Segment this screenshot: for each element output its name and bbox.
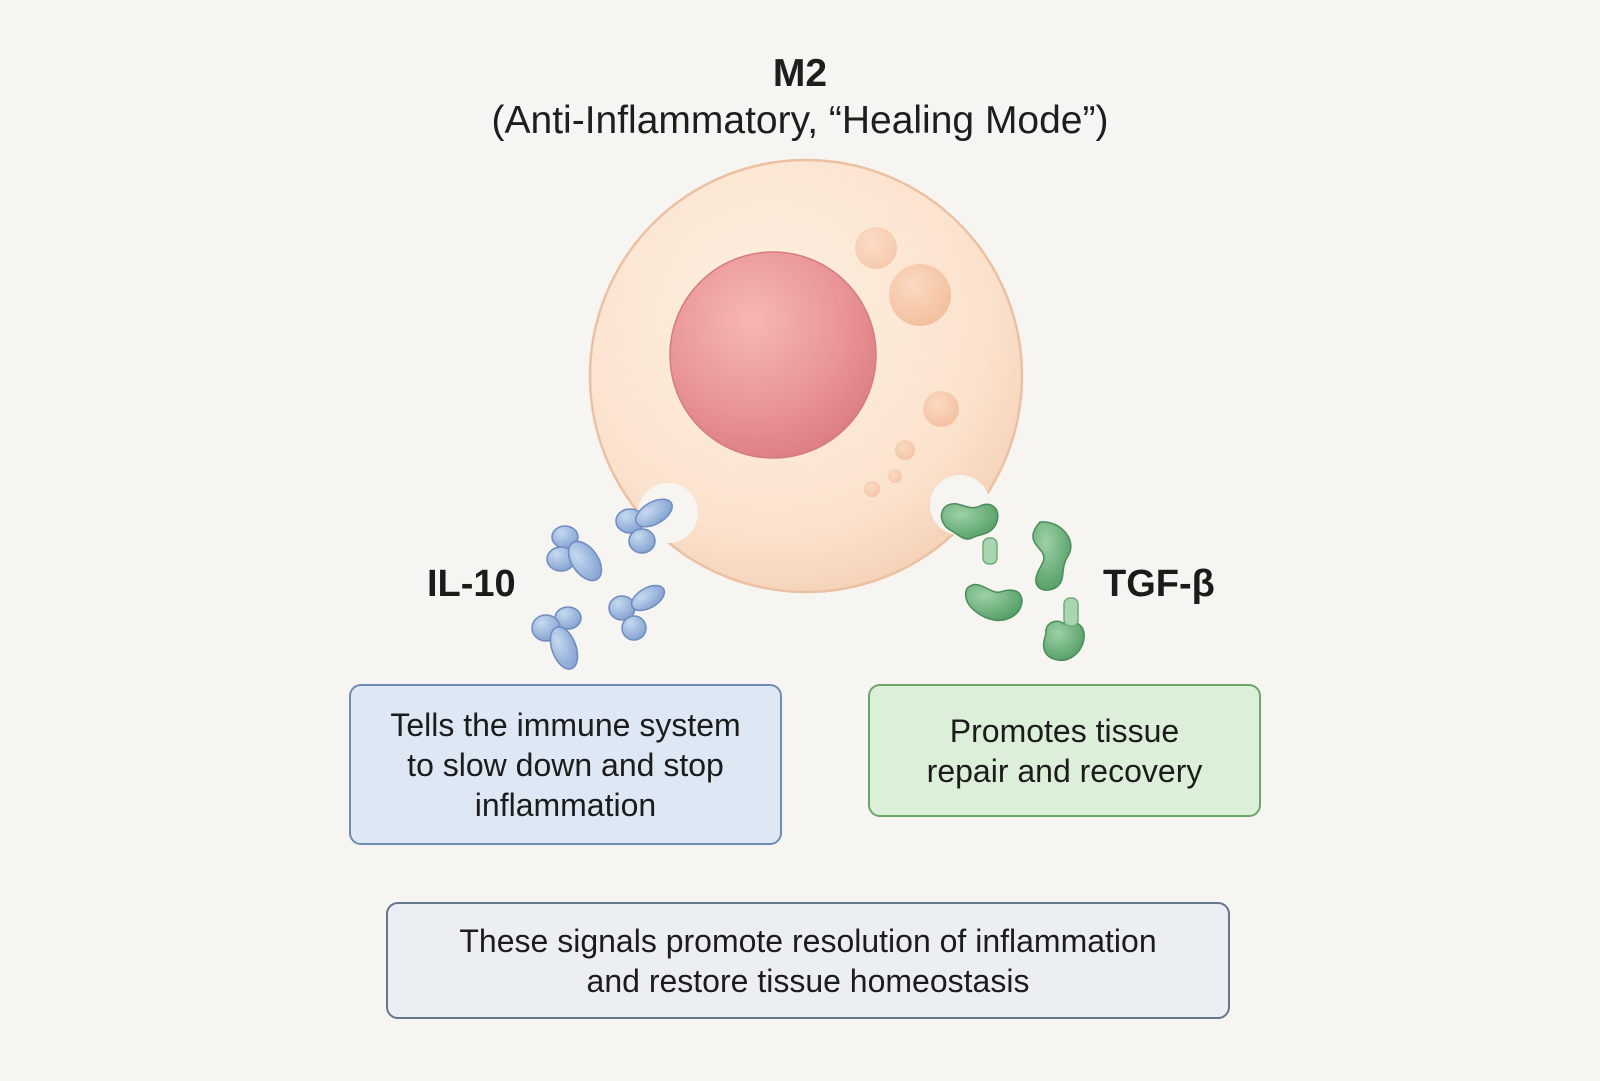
- diagram-title: M2: [772, 52, 828, 95]
- il-10-description-box: Tells the immune system to slow down and…: [349, 684, 782, 845]
- diagram-subtitle: (Anti-Inflammatory, “Healing Mode”): [491, 99, 1109, 142]
- il-10-molecules: [531, 498, 673, 670]
- tgf-beta-molecules: [940, 503, 1085, 662]
- tgf-beta-label: TGF-β: [1103, 563, 1215, 605]
- nucleus: [669, 251, 877, 459]
- il-10-description: Tells the immune system to slow down and…: [390, 706, 741, 823]
- summary-box: These signals promote resolution of infl…: [386, 902, 1230, 1019]
- summary-text: These signals promote resolution of infl…: [459, 922, 1157, 999]
- tgf-beta-description-box: Promotes tissue repair and recovery: [868, 684, 1261, 817]
- tgf-beta-description: Promotes tissue repair and recovery: [926, 712, 1203, 789]
- vesicles: [855, 227, 959, 497]
- m2-macrophage-cell: [588, 158, 1024, 594]
- il-10-label: IL-10: [427, 563, 516, 605]
